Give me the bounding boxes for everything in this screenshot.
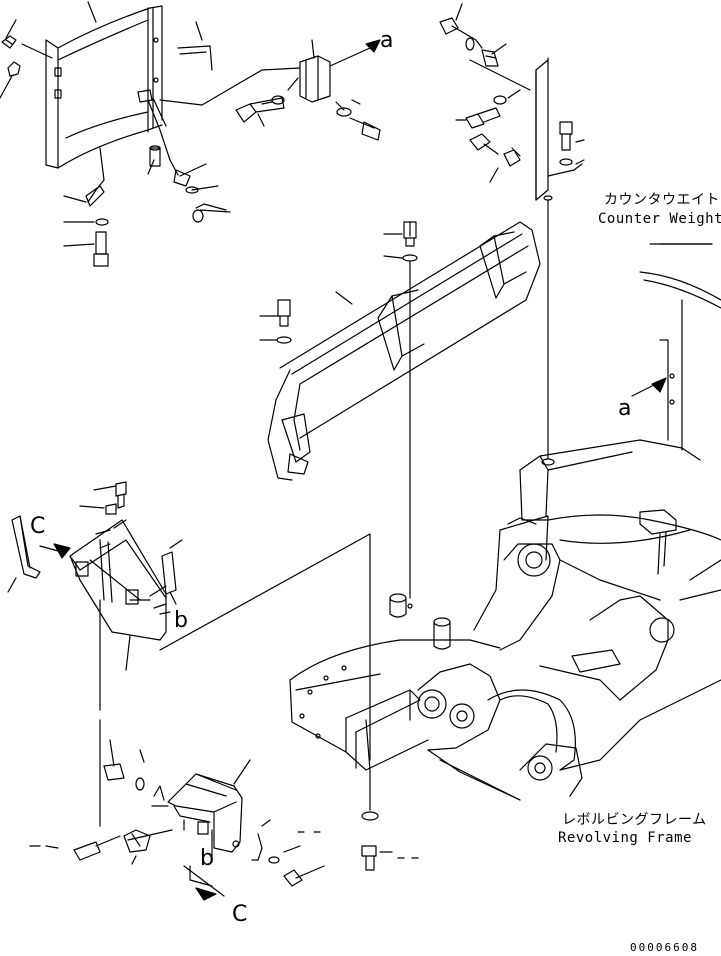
revolving-frame-label-en: Revolving Frame xyxy=(558,830,692,846)
hook-bracket xyxy=(8,516,40,592)
hinge-bracket xyxy=(236,40,380,140)
lock-parts xyxy=(30,740,324,886)
ref-b-lower: b xyxy=(200,846,215,871)
frame-bolt xyxy=(362,770,418,870)
revolving-frame-label-ja: レボルビングフレーム xyxy=(562,812,707,828)
lock-housing xyxy=(168,760,250,900)
drawing-number: 00006608 xyxy=(630,941,699,954)
counterweight xyxy=(632,244,721,450)
counterweight-bracket xyxy=(440,4,584,458)
frame-dowels xyxy=(390,594,450,649)
counterweight-label-ja: カウンタウエイト xyxy=(604,192,720,208)
counterweight-label-en: Counter Weight xyxy=(598,211,721,227)
side-cover-panel xyxy=(46,2,162,168)
ref-c-bottom: C xyxy=(232,902,248,927)
cover-tab-bolt xyxy=(64,148,108,266)
leader-line xyxy=(160,68,300,105)
center-long-cover xyxy=(260,222,540,598)
ref-a-side: a xyxy=(618,396,632,421)
cover-hinge-clip xyxy=(0,20,52,98)
ref-c-left: C xyxy=(30,514,46,539)
lock-rod xyxy=(178,22,212,70)
latch-plate-assembly xyxy=(40,482,370,826)
revolving-frame xyxy=(290,440,721,800)
ref-a-top: a xyxy=(380,28,394,53)
cover-latch xyxy=(138,90,230,222)
ref-b-upper: b xyxy=(174,608,189,633)
